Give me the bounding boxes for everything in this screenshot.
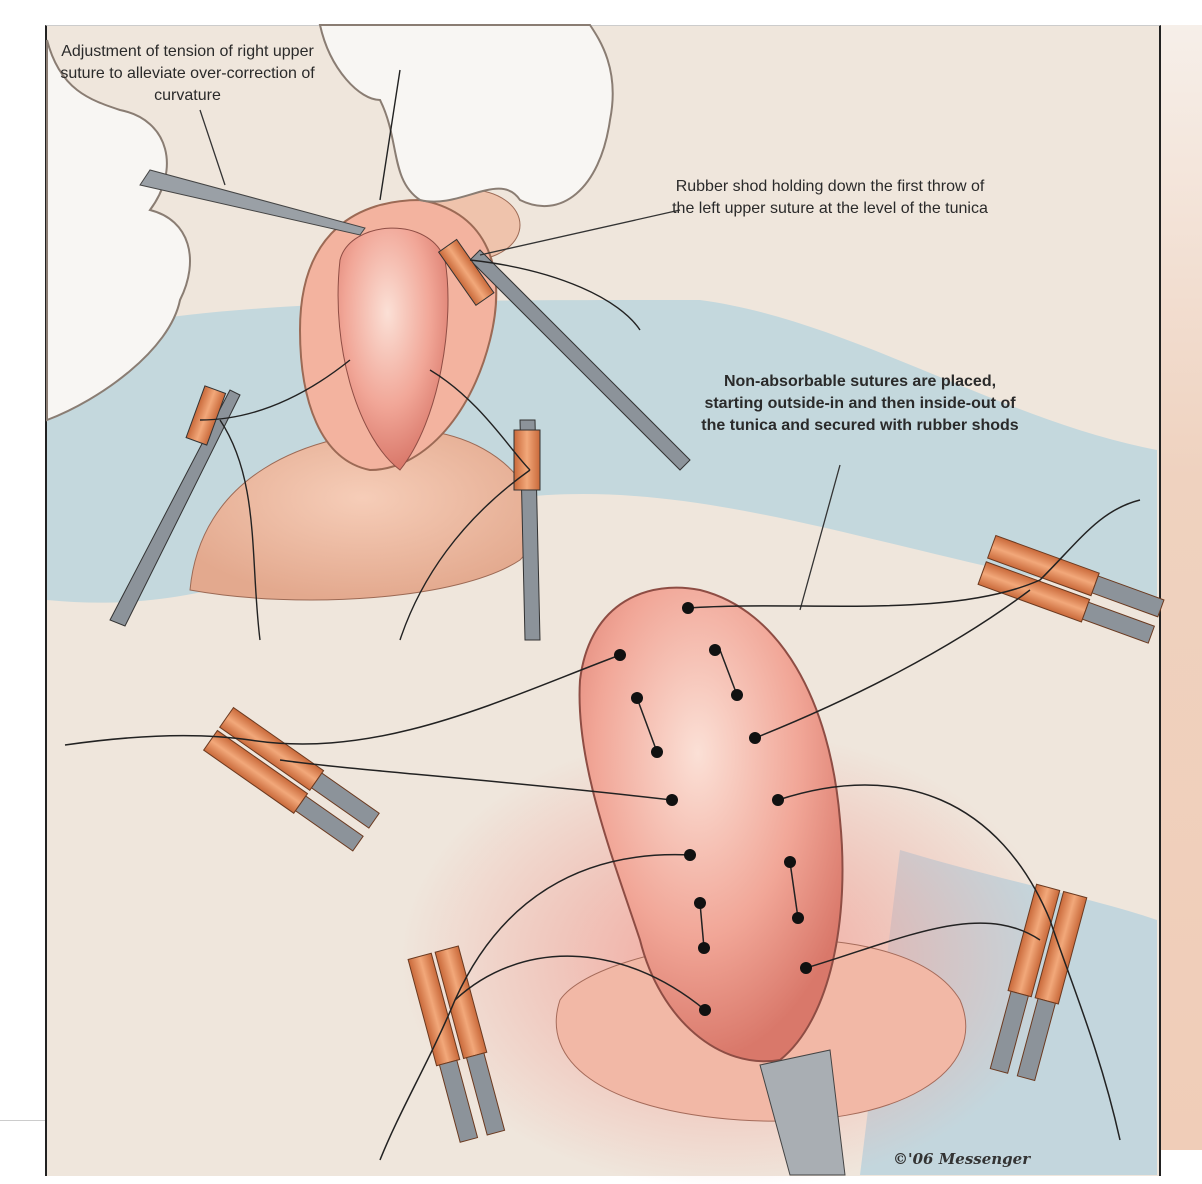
glove-left bbox=[46, 39, 191, 422]
leader-top-left bbox=[199, 109, 226, 186]
penis-bottom bbox=[578, 586, 844, 1063]
label-non-absorbable-sutures: Non-absorbable sutures are placed, start… bbox=[701, 373, 1019, 434]
label-tension-adjustment: Adjustment of tension of right upper sut… bbox=[60, 43, 315, 104]
sutures-top bbox=[199, 69, 641, 641]
forceps bbox=[139, 169, 366, 236]
label-rubber-shod: Rubber shod holding down the first throw… bbox=[672, 178, 988, 217]
artist-signature: ©'06 Messenger bbox=[893, 1150, 1031, 1168]
needle-holder-3 bbox=[437, 238, 691, 471]
glove-top bbox=[318, 24, 614, 207]
suture-points bbox=[614, 602, 812, 1016]
needle-holder-1 bbox=[109, 385, 241, 627]
leader-top-right bbox=[479, 209, 681, 256]
leader-middle-right bbox=[799, 464, 841, 611]
side-strip bbox=[1160, 25, 1202, 1150]
needle-holder-2 bbox=[513, 419, 541, 641]
shods-bottom bbox=[202, 534, 1165, 1143]
tunica-top bbox=[337, 227, 449, 471]
sutures-bottom bbox=[64, 499, 1141, 1161]
retractor bbox=[759, 1049, 846, 1176]
divider bbox=[0, 1120, 45, 1121]
